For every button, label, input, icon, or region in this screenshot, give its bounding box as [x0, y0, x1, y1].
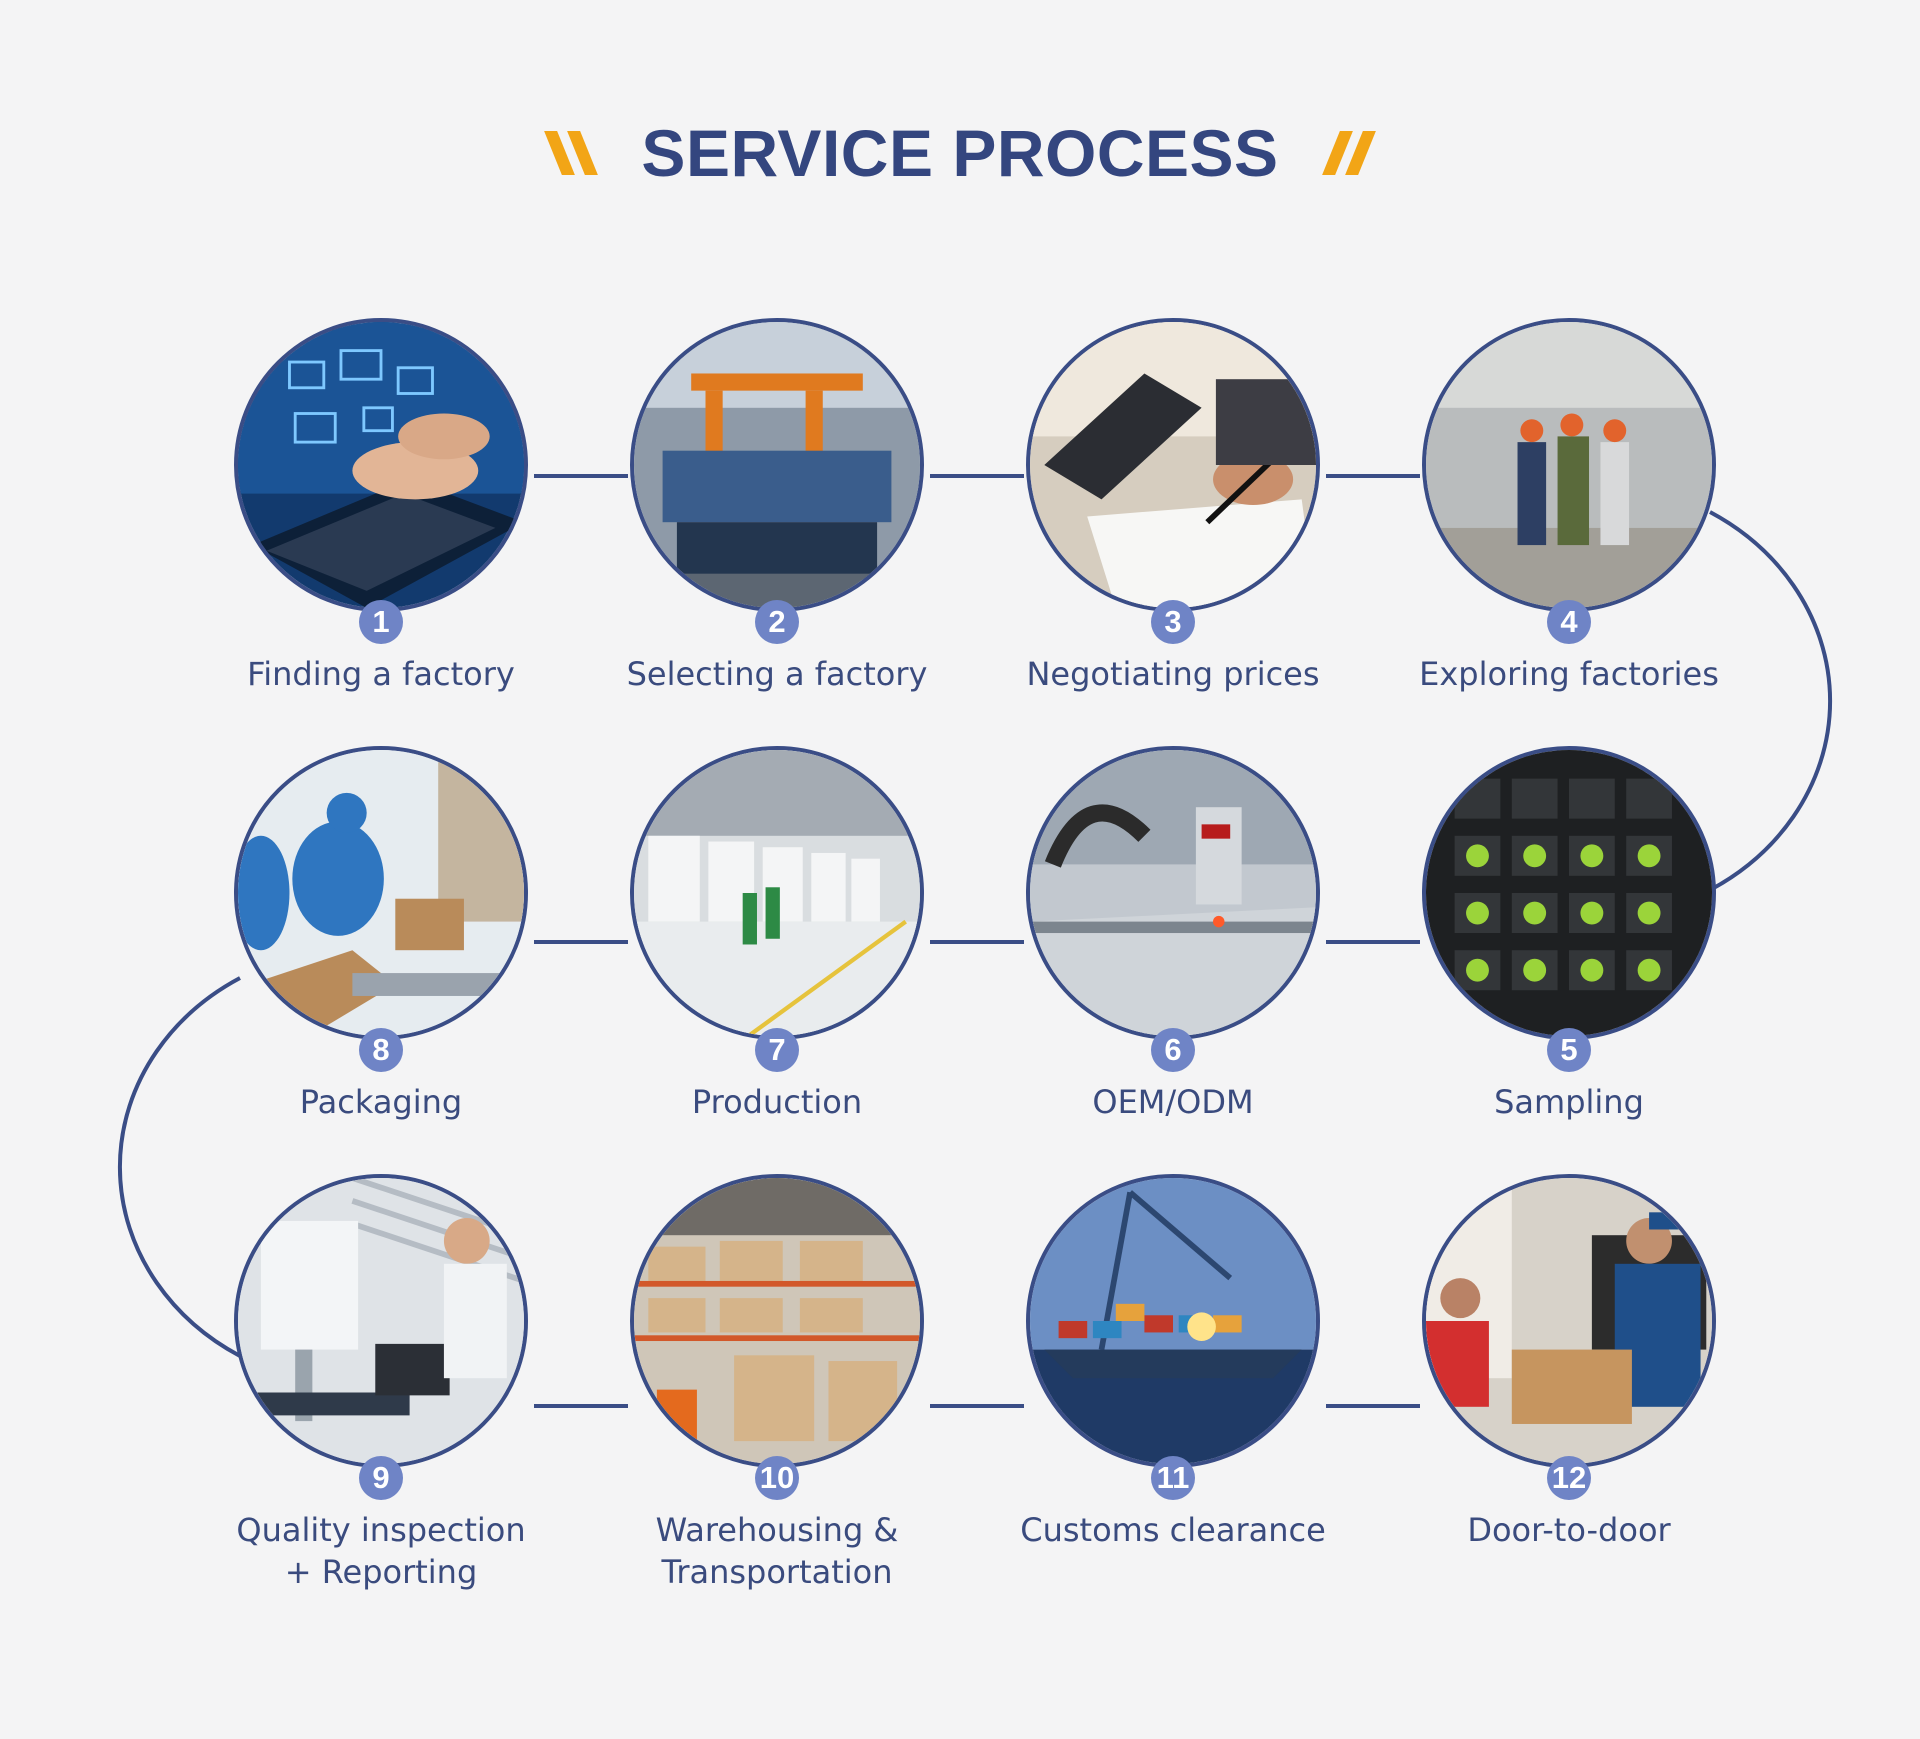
- step-label: Quality inspection + Reporting: [236, 1511, 526, 1591]
- step-number-badge: 8: [359, 1028, 403, 1072]
- step-label: Finding a factory: [247, 655, 515, 693]
- connector-4-5: [1709, 510, 1833, 892]
- factory-machinery-photo: [630, 318, 924, 612]
- step-number-badge: 2: [755, 600, 799, 644]
- step-label: Packaging: [299, 1083, 463, 1121]
- step-label: Door-to-door: [1467, 1511, 1671, 1549]
- cnc-laser-machine-photo: [1026, 746, 1320, 1040]
- tablet-contract-photo: [1026, 318, 1320, 612]
- workers-packing-boxes-photo: [234, 746, 528, 1040]
- step-label: Customs clearance: [1020, 1511, 1326, 1549]
- connector-8-9: [117, 976, 241, 1358]
- step-number-badge: 4: [1547, 600, 1591, 644]
- step-label: OEM/ODM: [1092, 1083, 1254, 1121]
- parcel-delivery-photo: [1422, 1174, 1716, 1468]
- step-number-badge: 7: [755, 1028, 799, 1072]
- workers-in-factory-photo: [1422, 318, 1716, 612]
- step-number-badge: 12: [1547, 1456, 1591, 1500]
- production-line-photo: [630, 746, 924, 1040]
- step-label: Exploring factories: [1419, 655, 1719, 693]
- step-number-badge: 9: [359, 1456, 403, 1500]
- measurement-machine-photo: [234, 1174, 528, 1468]
- warehouse-shelves-photo: [630, 1174, 924, 1468]
- step-number-badge: 3: [1151, 600, 1195, 644]
- step-label: Selecting a factory: [626, 655, 928, 693]
- step-label: Negotiating prices: [1026, 655, 1320, 693]
- step-label: Warehousing & Transportation: [655, 1511, 899, 1591]
- page-title: SERVICE PROCESS: [641, 116, 1279, 190]
- step-label: Production: [691, 1083, 863, 1121]
- step-number-badge: 5: [1547, 1028, 1591, 1072]
- step-number-badge: 10: [755, 1456, 799, 1500]
- laptop-typing-photo: [234, 318, 528, 612]
- step-number-badge: 1: [359, 600, 403, 644]
- title-row: SERVICE PROCESS: [0, 108, 1920, 198]
- step-number-badge: 11: [1151, 1456, 1195, 1500]
- step-label: Sampling: [1494, 1083, 1644, 1121]
- container-port-photo: [1026, 1174, 1320, 1468]
- step-number-badge: 6: [1151, 1028, 1195, 1072]
- power-tool-display-photo: [1422, 746, 1716, 1040]
